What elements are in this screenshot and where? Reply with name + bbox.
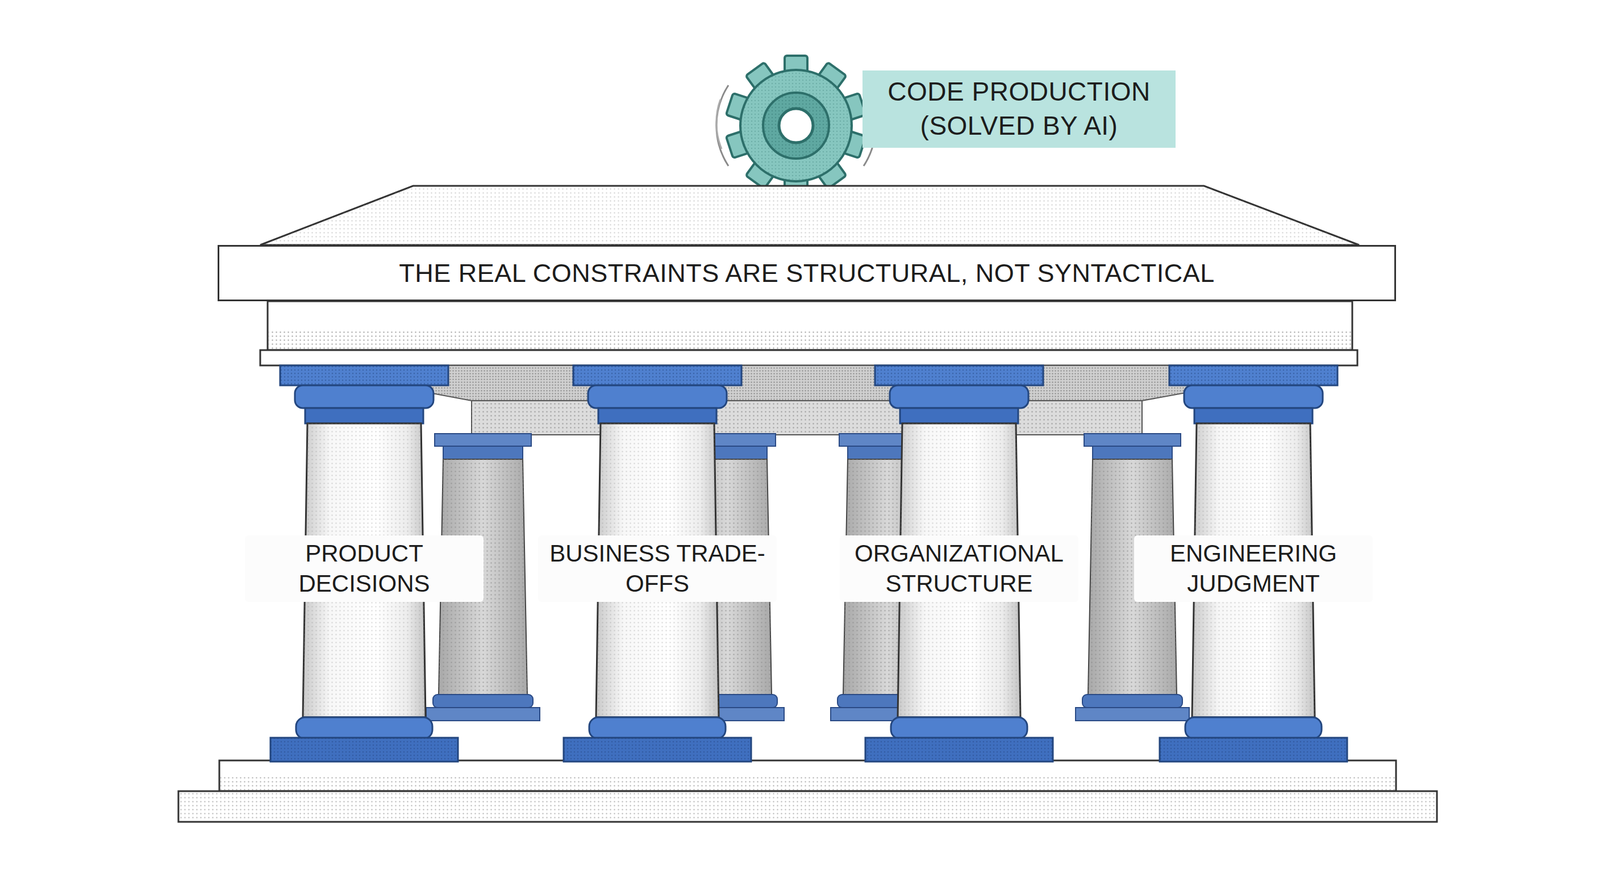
plinth-shading	[1159, 737, 1348, 762]
back-beam	[471, 400, 1143, 435]
back-capital	[434, 433, 532, 447]
column-torus	[890, 717, 1028, 739]
upper-step	[219, 760, 1397, 791]
capital-shading	[280, 365, 449, 386]
label-text: CODE PRODUCTION (SOLVED BY AI)	[879, 75, 1159, 144]
back-base	[1082, 694, 1183, 708]
entablature-band: THE REAL CONSTRAINTS ARE STRUCTURAL, NOT…	[217, 244, 1397, 302]
capital-neck	[1194, 407, 1313, 424]
plinth-shading	[270, 737, 458, 762]
back-base	[432, 694, 533, 708]
gear-hub	[778, 108, 814, 143]
heading-text: THE REAL CONSTRAINTS ARE STRUCTURAL, NOT…	[398, 257, 1215, 289]
column-label: ORGANIZATIONAL STRUCTURE	[839, 535, 1079, 602]
plinth-shading	[865, 737, 1053, 762]
roof-shading	[260, 185, 1360, 245]
back-beam-shading	[471, 400, 1143, 435]
column-plinth	[270, 737, 458, 762]
architrave	[267, 301, 1353, 350]
plinth-shading	[563, 737, 752, 762]
gear-ring	[763, 92, 829, 159]
capital-abacus	[875, 365, 1044, 386]
gear-shading	[740, 69, 852, 182]
capital-abacus	[573, 365, 742, 386]
capital-abacus	[1169, 365, 1338, 386]
architrave-shading	[268, 329, 1352, 349]
back-capital	[1092, 446, 1173, 460]
stylobate	[178, 760, 1437, 822]
capital-shading	[875, 365, 1044, 386]
column-plinth	[1159, 737, 1348, 762]
architrave-strip	[260, 350, 1358, 366]
motion-line	[716, 99, 722, 149]
capital-neck	[305, 407, 424, 424]
capital-abacus	[280, 365, 449, 386]
column-label: PRODUCT DECISIONS	[244, 535, 484, 602]
capital-echinus	[889, 385, 1029, 408]
label-text: PRODUCT DECISIONS	[250, 538, 478, 599]
column-torus	[589, 717, 726, 739]
capital-echinus	[294, 385, 434, 408]
step-shading	[220, 775, 1395, 790]
capital-echinus	[588, 385, 727, 408]
capital-shading	[1169, 365, 1338, 386]
back-base	[426, 707, 540, 721]
column-label: ENGINEERING JUDGMENT	[1134, 535, 1373, 602]
label-text: ORGANIZATIONAL STRUCTURE	[845, 538, 1073, 599]
lower-step	[178, 790, 1437, 822]
capital-neck	[900, 407, 1019, 424]
capital-shading	[573, 365, 742, 386]
column-plinth	[865, 737, 1053, 762]
column-torus	[296, 717, 433, 739]
gear-shading	[763, 92, 829, 159]
back-capital	[443, 446, 523, 460]
label-text: BUSINESS TRADE-OFFS	[543, 538, 772, 599]
column-plinth	[563, 737, 752, 762]
gear-body	[740, 69, 852, 182]
tag-box: CODE PRODUCTION (SOLVED BY AI)	[862, 70, 1176, 148]
back-capital	[1084, 433, 1181, 447]
capital-echinus	[1184, 385, 1323, 408]
roof-top	[260, 185, 1360, 245]
column-label: BUSINESS TRADE-OFFS	[538, 535, 777, 602]
back-base	[1075, 707, 1190, 721]
column-torus	[1185, 717, 1322, 739]
capital-neck	[598, 407, 717, 424]
roof	[260, 185, 1360, 366]
motion-line	[716, 85, 729, 166]
step-shading	[179, 792, 1436, 821]
label-text: ENGINEERING JUDGMENT	[1139, 538, 1368, 599]
